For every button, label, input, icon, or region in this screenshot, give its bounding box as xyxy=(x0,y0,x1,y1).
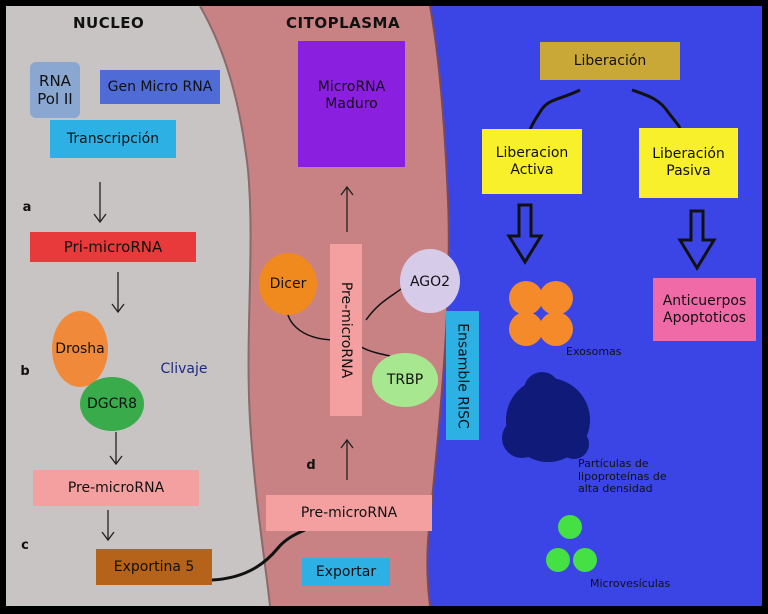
step-a-label: a xyxy=(22,199,32,215)
passive-release-label: Liberación Pasiva xyxy=(652,146,725,179)
exportin-box xyxy=(96,549,212,585)
passive-release-arrow xyxy=(677,209,717,271)
active-release-box xyxy=(482,129,582,194)
pre-microrna-cytoplasm-label: Pre-microRNA xyxy=(300,504,398,521)
pre-microrna-nucleus-label: Pre-microRNA xyxy=(67,479,165,496)
step-c-label: c xyxy=(21,537,29,553)
dicer-label: Dicer xyxy=(269,275,307,292)
release-box xyxy=(540,42,680,80)
export-label: Exportar xyxy=(315,563,377,580)
mature-microrna-label: MicroRNA Maduro xyxy=(317,79,386,112)
nuclear-membrane xyxy=(199,5,271,607)
trbp-label: TRBP xyxy=(386,371,424,388)
pre-microrna-vertical-box xyxy=(330,244,362,416)
risc-box xyxy=(446,311,479,440)
step-b-label: b xyxy=(20,363,30,379)
exportin-connector xyxy=(211,528,306,582)
nucleus-arrows xyxy=(93,182,125,542)
microvesicles-label: Microvesículas xyxy=(590,576,671,590)
drosha-shape xyxy=(52,311,108,387)
hdl-particles-shape xyxy=(502,372,590,462)
trbp-shape xyxy=(372,353,438,407)
export-box xyxy=(302,558,390,586)
cytoplasm-title: CITOPLASMA xyxy=(286,14,401,32)
exosomes-shape xyxy=(509,281,573,346)
mature-microrna-box xyxy=(298,41,405,167)
gene-label: Gen Micro RNA xyxy=(107,78,213,95)
passive-release-box xyxy=(639,128,738,198)
dicer-shape xyxy=(259,253,317,315)
ago2-label: AGO2 xyxy=(409,273,451,290)
active-release-arrow xyxy=(506,203,544,265)
drosha-label: Drosha xyxy=(55,340,105,357)
exportin-label: Exportina 5 xyxy=(113,558,195,575)
exosomes-label: Exosomas xyxy=(566,344,622,358)
dgcr8-shape xyxy=(80,377,144,431)
rna-pol-label: RNA Pol II xyxy=(37,72,73,108)
microvesicles-shape xyxy=(546,515,597,572)
pre-microrna-vertical-label: Pre-microRNA xyxy=(338,281,355,379)
release-branches xyxy=(528,88,682,131)
pre-microrna-cytoplasm-box xyxy=(266,495,432,531)
rna-pol-box xyxy=(30,62,80,118)
cleavage-label: Clivaje xyxy=(160,360,208,377)
hdl-label: Partículas de lipoproteínas de alta dens… xyxy=(578,457,667,496)
release-label: Liberación xyxy=(573,52,647,69)
cytoplasm-arrows xyxy=(340,185,354,480)
gene-box xyxy=(100,70,220,104)
transcription-box xyxy=(50,120,176,158)
antibodies-box xyxy=(653,278,756,341)
nucleus-title: NUCLEO xyxy=(73,14,145,32)
active-release-label: Liberacion Activa xyxy=(495,144,569,178)
antibodies-label: Anticuerpos Apoptoticos xyxy=(662,292,747,326)
pri-microrna-label: Pri-microRNA xyxy=(63,238,163,256)
risc-label: Ensamble RISC xyxy=(454,323,471,429)
step-d-label: d xyxy=(306,457,316,473)
dgcr8-label: DGCR8 xyxy=(86,395,138,412)
pre-microrna-nucleus-box xyxy=(33,470,199,506)
transcription-label: Transcripción xyxy=(66,130,160,147)
pri-microrna-box xyxy=(30,232,196,262)
ago2-shape xyxy=(400,249,460,313)
